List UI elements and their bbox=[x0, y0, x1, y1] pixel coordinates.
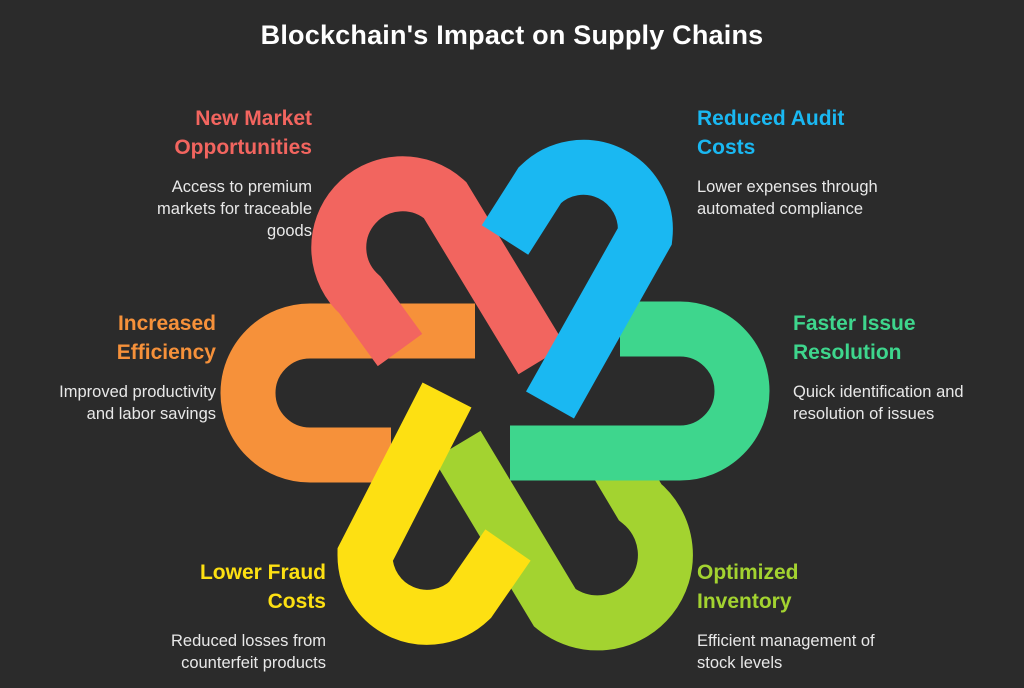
item-heading: Faster Issue Resolution bbox=[793, 312, 916, 364]
item-description: Quick identification and resolution of i… bbox=[793, 383, 964, 423]
item-description: Access to premium markets for traceable … bbox=[157, 178, 312, 240]
item-reduced-audit-costs: Reduced Audit Costs Lower expenses throu… bbox=[697, 104, 987, 220]
item-new-market-opportunities: New Market Opportunities Access to premi… bbox=[22, 104, 312, 242]
item-description: Improved productivity and labor savings bbox=[59, 383, 216, 423]
item-faster-issue-resolution: Faster Issue Resolution Quick identifica… bbox=[793, 309, 1024, 425]
item-optimized-inventory: Optimized Inventory Efficient management… bbox=[697, 558, 987, 674]
item-description: Lower expenses through automated complia… bbox=[697, 178, 878, 218]
item-description: Reduced losses from counterfeit products bbox=[171, 632, 326, 672]
item-description: Efficient management of stock levels bbox=[697, 632, 875, 672]
page-title: Blockchain's Impact on Supply Chains bbox=[260, 20, 764, 50]
item-increased-efficiency: Increased Efficiency Improved productivi… bbox=[0, 309, 216, 425]
green-link bbox=[510, 301, 770, 481]
item-lower-fraud-costs: Lower Fraud Costs Reduced losses from co… bbox=[36, 558, 326, 674]
red-link bbox=[311, 156, 566, 375]
orange-link bbox=[220, 303, 475, 483]
yellow-link bbox=[337, 382, 531, 645]
blue-link bbox=[481, 139, 673, 419]
item-heading: Optimized Inventory bbox=[697, 561, 799, 613]
item-heading: Increased Efficiency bbox=[116, 312, 216, 364]
lime-link bbox=[433, 430, 693, 651]
item-heading: Lower Fraud Costs bbox=[199, 561, 326, 613]
item-heading: New Market Opportunities bbox=[174, 107, 312, 159]
item-heading: Reduced Audit Costs bbox=[697, 107, 845, 159]
